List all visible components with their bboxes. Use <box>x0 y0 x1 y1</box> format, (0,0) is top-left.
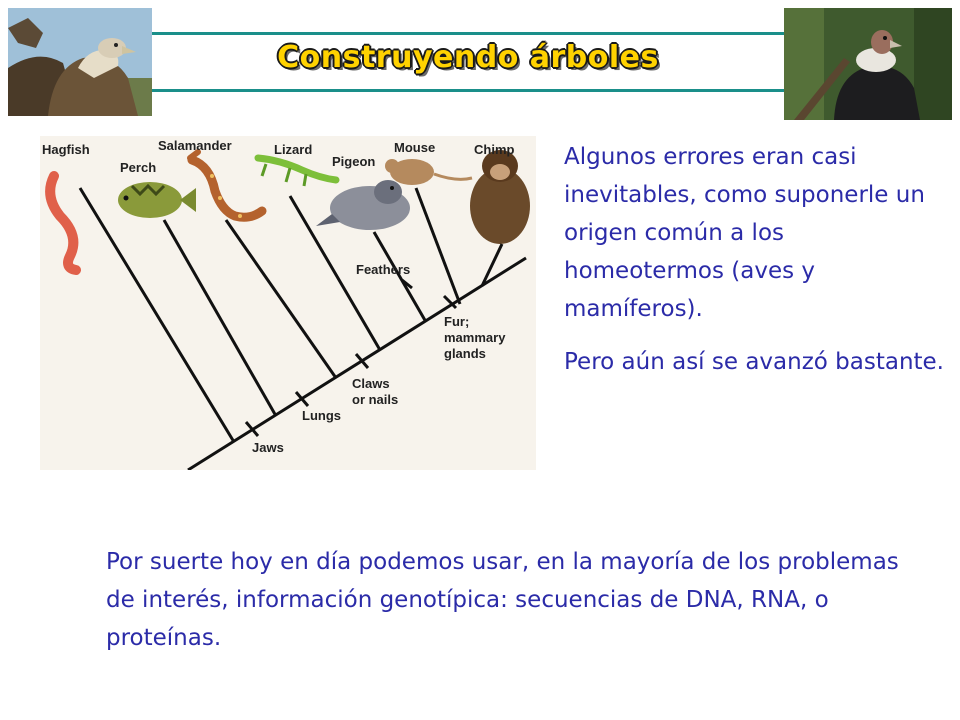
vulture-photo <box>8 8 152 116</box>
title-rule-bottom <box>152 89 784 92</box>
taxon-label: Hagfish <box>42 142 90 157</box>
perch-illustration <box>118 182 196 218</box>
paragraph-progress: Pero aún así se avanzó bastante. <box>564 349 944 375</box>
trait-ticks <box>244 278 458 437</box>
taxon-label: Perch <box>120 160 156 175</box>
paragraph-errors: Algunos errores eran casi inevitables, c… <box>564 144 925 322</box>
lizard-illustration <box>254 154 340 187</box>
slide-title: Construyendo árboles <box>277 40 659 75</box>
salamander-illustration <box>187 149 267 222</box>
taxon-label: Lizard <box>274 142 312 157</box>
chimp-illustration <box>470 150 530 244</box>
condor-photo <box>784 8 952 120</box>
trait-label: Feathers <box>356 262 410 277</box>
trait-label: Jaws <box>252 440 284 455</box>
hagfish-illustration <box>45 171 81 275</box>
taxon-label: Salamander <box>158 138 232 153</box>
title-bar: Construyendo árboles <box>152 32 784 92</box>
paragraph-genotypic: Por suerte hoy en día podemos usar, en l… <box>106 549 899 651</box>
side-text-block: Algunos errores eran casi inevitables, c… <box>564 138 944 381</box>
mouse-illustration <box>385 159 473 185</box>
trait-label: mammary <box>444 330 506 345</box>
trait-label: Claws <box>352 376 390 391</box>
trait-label: or nails <box>352 392 398 407</box>
taxon-label: Chimp <box>474 142 515 157</box>
title-rule-top <box>152 32 784 35</box>
cladogram-lines <box>78 187 527 470</box>
phylogenetic-tree-figure: Hagfish Perch Salamander Lizard Pigeon M… <box>40 136 536 470</box>
taxon-label: Pigeon <box>332 154 375 169</box>
taxon-label: Mouse <box>394 140 435 155</box>
trait-label: Lungs <box>302 408 341 423</box>
pigeon-illustration <box>316 180 410 230</box>
trait-label: glands <box>444 346 486 361</box>
trait-label: Fur; <box>444 314 469 329</box>
